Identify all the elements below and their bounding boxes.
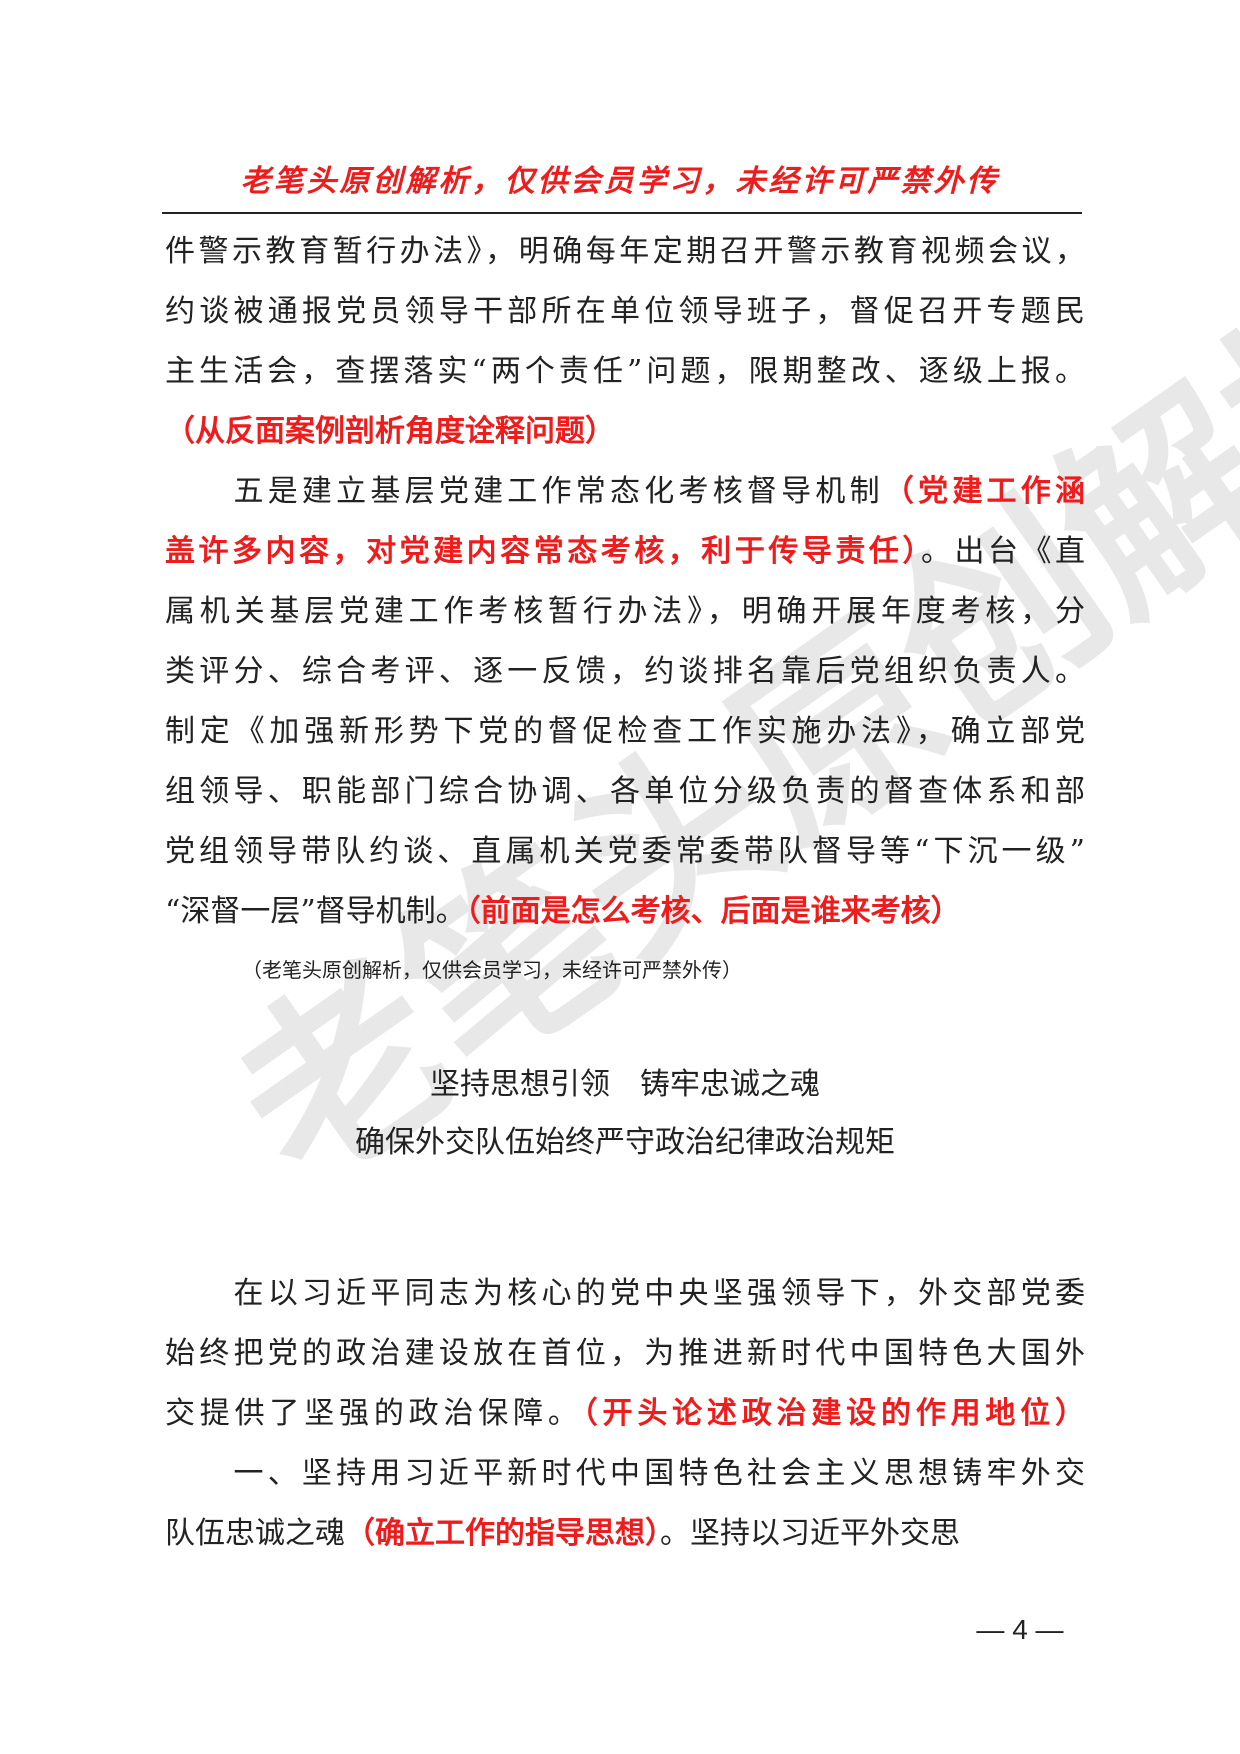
copyright-note: （老笔头原创解析，仅供会员学习，未经许可严禁外传） [242, 958, 742, 982]
text-line: 盖许多内容，对党建内容常态考核，利于传导责任）。出台《直 [165, 522, 1085, 582]
page-number: — 4 — [976, 1614, 1064, 1645]
text-line: 件警示教育暂行办法》，明确每年定期召开警示教育视频会议， [165, 222, 1085, 282]
header-rule [162, 212, 1082, 214]
text-line: 交提供了坚强的政治保障。（开头论述政治建设的作用地位） [165, 1384, 1085, 1444]
body-text: 。坚持以习近平外交思 [660, 1516, 960, 1551]
text-line: 约谈被通报党员领导干部所在单位领导班子，督促召开专题民 [165, 282, 1085, 342]
body-text: 组领导、职能部门综合协调、各单位分级负责的督查体系和部 [165, 774, 1085, 809]
body-text: 始终把党的政治建设放在首位，为推进新时代中国特色大国外 [165, 1336, 1085, 1371]
body-text: 交提供了坚强的政治保障。 [165, 1396, 583, 1431]
text-line: 党组领导带队约谈、直属机关党委常委带队督导等“下沉一级” [165, 822, 1085, 882]
annotation-text: （党建工作涵 [883, 474, 1085, 509]
section-title-1: 坚持思想引领 铸牢忠诚之魂 [430, 1067, 820, 1102]
text-line: 始终把党的政治建设放在首位，为推进新时代中国特色大国外 [165, 1324, 1085, 1384]
body-text: 类评分、综合考评、逐一反馈，约谈排名靠后党组织负责人。 [165, 654, 1085, 689]
page-header: 老笔头原创解析，仅供会员学习，未经许可严禁外传 [240, 164, 1000, 199]
text-line: 在以习近平同志为核心的党中央坚强领导下，外交部党委 [165, 1264, 1085, 1324]
text-line: 制定《加强新形势下党的督促检查工作实施办法》，确立部党 [165, 702, 1085, 762]
section-title-2: 确保外交队伍始终严守政治纪律政治规矩 [355, 1125, 895, 1160]
body-text: 主生活会，查摆落实“两个责任”问题，限期整改、逐级上报。 [165, 354, 1085, 389]
body-text: 队伍忠诚之魂 [165, 1516, 345, 1551]
body-text: 在以习近平同志为核心的党中央坚强领导下，外交部党委 [165, 1276, 1085, 1311]
annotation-text: （开头论述政治建设的作用地位） [582, 1396, 1085, 1431]
text-line: 组领导、职能部门综合协调、各单位分级负责的督查体系和部 [165, 762, 1085, 822]
text-line: 属机关基层党建工作考核暂行办法》，明确开展年度考核，分 [165, 582, 1085, 642]
body-text: 属机关基层党建工作考核暂行办法》，明确开展年度考核，分 [165, 594, 1085, 629]
annotation-text: 盖许多内容，对党建内容常态考核，利于传导责任） [165, 534, 921, 569]
text-line: “深督一层”督导机制。（前面是怎么考核、后面是谁来考核） [165, 882, 1085, 942]
body-text: 。出台《直 [920, 534, 1085, 569]
annotation-text: （确立工作的指导思想） [345, 1516, 660, 1551]
spacer [165, 998, 1085, 1056]
paragraph-block-1: 件警示教育暂行办法》，明确每年定期召开警示教育视频会议， 约谈被通报党员领导干部所… [165, 222, 1085, 942]
text-line: 队伍忠诚之魂（确立工作的指导思想）。坚持以习近平外交思 [165, 1504, 1085, 1564]
text-line: （从反面案例剖析角度诠释问题） [165, 402, 1085, 462]
document-body: 件警示教育暂行办法》，明确每年定期召开警示教育视频会议， 约谈被通报党员领导干部所… [165, 222, 1085, 1564]
body-text: “深督一层”督导机制。 [165, 894, 466, 929]
body-text: 制定《加强新形势下党的督促检查工作实施办法》，确立部党 [165, 714, 1085, 749]
body-text: 党组领导带队约谈、直属机关党委常委带队督导等“下沉一级” [165, 834, 1085, 869]
paragraph-block-2: 在以习近平同志为核心的党中央坚强领导下，外交部党委始终把党的政治建设放在首位，为… [165, 1264, 1085, 1564]
body-text: 件警示教育暂行办法》，明确每年定期召开警示教育视频会议， [165, 234, 1085, 269]
text-line: 主生活会，查摆落实“两个责任”问题，限期整改、逐级上报。 [165, 342, 1085, 402]
text-line: 五是建立基层党建工作常态化考核督导机制（党建工作涵 [165, 462, 1085, 522]
text-line: 一、坚持用习近平新时代中国特色社会主义思想铸牢外交 [165, 1444, 1085, 1504]
annotation-text: （前面是怎么考核、后面是谁来考核） [465, 894, 961, 929]
text-line: 类评分、综合考评、逐一反馈，约谈排名靠后党组织负责人。 [165, 642, 1085, 702]
body-text: 一、坚持用习近平新时代中国特色社会主义思想铸牢外交 [165, 1456, 1085, 1491]
spacer [165, 1172, 1085, 1264]
body-text: 五是建立基层党建工作常态化考核督导机制 [165, 474, 884, 509]
body-text: 约谈被通报党员领导干部所在单位领导班子，督促召开专题民 [165, 294, 1085, 329]
annotation-text: （从反面案例剖析角度诠释问题） [165, 414, 615, 449]
